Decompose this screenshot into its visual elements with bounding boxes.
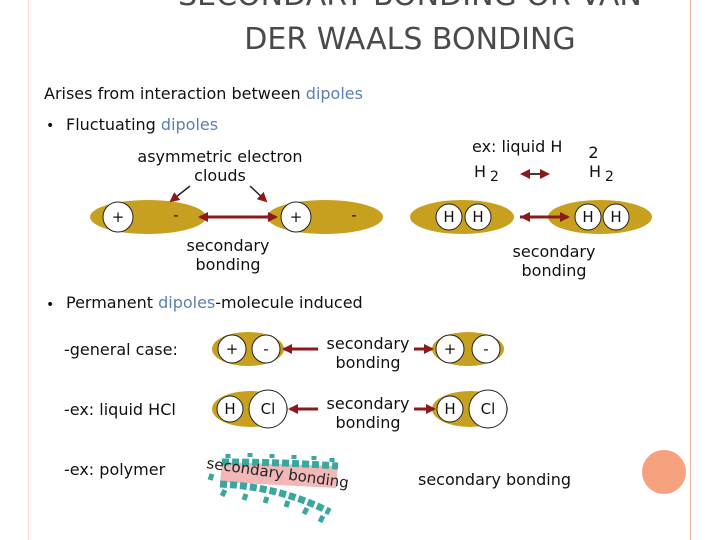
- h2-left-H: H: [474, 162, 487, 181]
- h2-secondary-line-2: bonding: [521, 261, 587, 280]
- h2-right-atom-2: [602, 203, 630, 231]
- bullet-dot-1: •: [46, 118, 55, 134]
- h2-atom-label-1: H: [443, 208, 454, 226]
- frame-line-right: [690, 0, 691, 540]
- intro-dipoles: dipoles: [305, 84, 363, 103]
- hcl-label: -ex: liquid HCl: [64, 400, 176, 419]
- ex-label: ex: liquid H: [472, 137, 563, 156]
- title-line-2: DER WAALS BONDING: [244, 22, 576, 57]
- general-secondary-line-2: bonding: [335, 353, 401, 372]
- polymer-chain-bottom: [219, 480, 332, 516]
- asym-label: asymmetric electron clouds: [130, 147, 310, 185]
- polymer-chain-top: [221, 458, 339, 470]
- h2-left-molecule: [410, 200, 514, 234]
- fluct-secondary-label: secondary bonding: [168, 236, 288, 274]
- h2-atom-label-4: H: [610, 208, 621, 226]
- intro-text: Arises from interaction between dipoles: [44, 84, 363, 103]
- general-right-plus-circle: [435, 334, 465, 364]
- ex-label-sub: 2: [588, 143, 599, 162]
- accent-circle: [642, 450, 686, 494]
- hcl-right-cl-circle: [468, 389, 508, 429]
- fluct-secondary-line-2: bonding: [195, 255, 261, 274]
- cloud-right-plus-circle: [280, 201, 312, 233]
- general-left-a2: -: [263, 340, 268, 358]
- hcl-left-a1: H: [224, 400, 235, 418]
- hcl-left-a2: Cl: [261, 400, 276, 418]
- h2-atom-label-3: H: [582, 208, 593, 226]
- polymer-illustration: secondary bonding: [205, 453, 350, 524]
- bullet-2-dipoles: dipoles: [158, 293, 216, 312]
- polymer-side-groups: [207, 473, 326, 524]
- h2-right-H: H: [589, 162, 602, 181]
- general-dipole-right: [432, 332, 504, 366]
- hcl-right-b1: H: [444, 400, 455, 418]
- general-left-a1: +: [226, 340, 239, 358]
- general-secondary-label: secondary bonding: [308, 334, 428, 372]
- h2-right-molecule: [548, 200, 652, 234]
- h2-secondary-line-1: secondary: [512, 242, 596, 261]
- asym-label-line-1: asymmetric electron: [137, 147, 303, 166]
- bullet-1: Fluctuating dipoles: [66, 115, 218, 134]
- hcl-right-h-circle: [436, 395, 464, 423]
- asym-label-line-2: clouds: [194, 166, 246, 185]
- hcl-secondary-line-1: secondary: [326, 394, 410, 413]
- h2-left-atom-2: [464, 203, 492, 231]
- hcl-molecule-right: [432, 389, 508, 429]
- general-dipole-left: [212, 332, 284, 366]
- general-right-b1: +: [444, 340, 457, 358]
- cloud-right-plus: +: [290, 208, 303, 226]
- title-line-1: SECONDARY BONDING OR VAN: [60, 0, 720, 18]
- general-right-minus-circle: [471, 334, 501, 364]
- ex-liquid-h2-label: ex: liquid H 2: [472, 137, 599, 162]
- cloud-right-minus: -: [351, 206, 356, 224]
- general-left-plus-circle: [217, 334, 247, 364]
- hcl-secondary-line-2: bonding: [335, 413, 401, 432]
- hcl-left-cl-circle: [248, 389, 288, 429]
- h2-left-atom-1: [435, 203, 463, 231]
- hcl-secondary-label: secondary bonding: [308, 394, 428, 432]
- fluct-cloud-left: [90, 200, 206, 234]
- hcl-right-b2: Cl: [481, 400, 496, 418]
- h2-right-atom-1: [574, 203, 602, 231]
- hcl-left-h-circle: [216, 395, 244, 423]
- general-secondary-line-1: secondary: [326, 334, 410, 353]
- h2-right-sub: 2: [605, 169, 614, 185]
- general-right-b2: -: [483, 340, 488, 358]
- cloud-left-plus-circle: [102, 201, 134, 233]
- bullet-dot-2: •: [46, 297, 55, 313]
- general-case-label: -general case:: [64, 340, 178, 359]
- slide-title: SECONDARY BONDING OR VAN DER WAALS BONDI…: [60, 0, 720, 62]
- h2-atom-label-2: H: [472, 208, 483, 226]
- polymer-secondary-label: secondary bonding: [418, 470, 571, 489]
- cloud-left-plus: +: [112, 208, 125, 226]
- general-left-minus-circle: [251, 334, 281, 364]
- polymer-pink-band: [220, 462, 338, 488]
- frame-line-left: [28, 0, 29, 540]
- asym-pointer-right: [249, 185, 268, 203]
- bullet-1-prefix: Fluctuating: [66, 115, 161, 134]
- bullet-2-prefix: Permanent: [66, 293, 159, 312]
- bullet-1-dipoles: dipoles: [160, 115, 219, 134]
- fluct-cloud-right: [267, 200, 383, 234]
- bullet-2-suffix: -molecule induced: [215, 293, 363, 312]
- cloud-left-minus: -: [173, 206, 178, 224]
- h2-secondary-label: secondary bonding: [494, 242, 614, 280]
- polymer-top-groups: [225, 453, 335, 462]
- bullet-2: Permanent dipoles-molecule induced: [66, 293, 363, 312]
- fluct-secondary-line-1: secondary: [186, 236, 270, 255]
- intro-prefix: Arises from interaction between: [44, 84, 306, 103]
- polymer-label: -ex: polymer: [64, 460, 166, 479]
- asym-pointer-left: [169, 185, 191, 203]
- h2-left-sub: 2: [490, 169, 499, 185]
- hcl-molecule-left: [212, 389, 288, 429]
